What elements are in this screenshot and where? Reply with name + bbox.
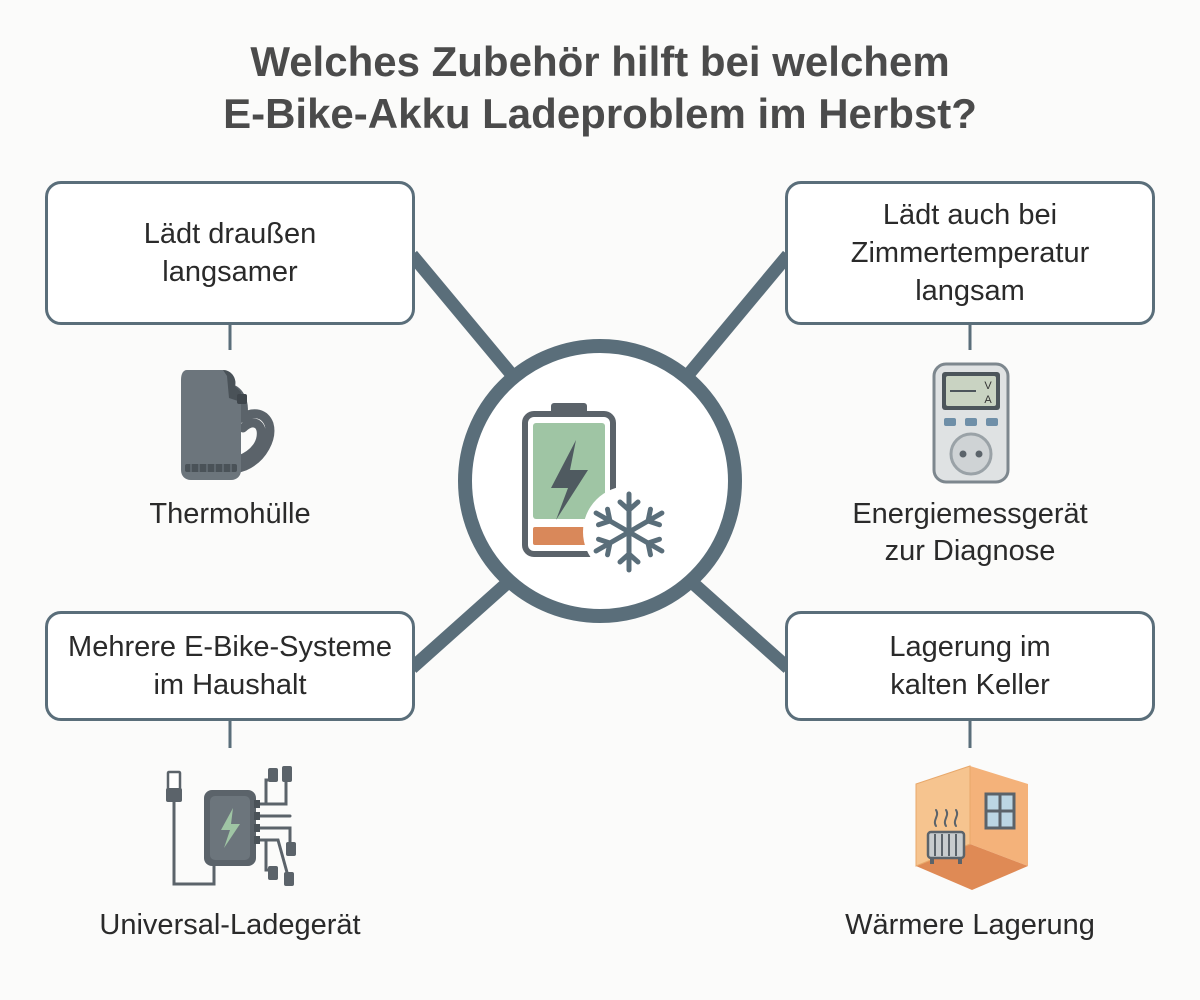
page-title: Welches Zubehör hilft bei welchem E-Bike… <box>0 36 1200 140</box>
problem-text-line: Mehrere E-Bike-Systeme <box>68 631 392 663</box>
problem-text-line: langsamer <box>162 256 298 288</box>
energy-meter-icon: V A <box>932 362 1010 484</box>
solution-text-line: Energiemessgerät <box>852 498 1088 530</box>
meter-label-volt: V <box>984 380 992 392</box>
solution-caption-universal-charger: Universal-Ladegerät <box>30 907 430 944</box>
solution-text-line: Universal-Ladegerät <box>99 909 361 941</box>
solution-text-line: zur Diagnose <box>884 535 1056 567</box>
problem-text-line: Lädt auch bei <box>882 199 1058 231</box>
solution-text-line: Thermohülle <box>149 498 311 530</box>
problem-text-line: kalten Keller <box>890 669 1050 701</box>
problem-box-room-temperature: Lädt auch bei Zimmertemperatur langsam <box>785 181 1155 325</box>
connector-top-left <box>407 250 517 380</box>
problem-text-line: Lädt draußen <box>143 218 317 250</box>
problem-text-line: Zimmertemperatur <box>850 237 1090 269</box>
problem-box-cold-basement: Lagerung im kalten Keller <box>785 611 1155 721</box>
universal-charger-icon <box>166 766 296 886</box>
solution-caption-energy-meter: Energiemessgerät zur Diagnose <box>770 496 1170 570</box>
solution-caption-thermal-sleeve: Thermohülle <box>30 496 430 533</box>
problem-box-outdoor-charging: Lädt draußen langsamer <box>45 181 415 325</box>
solution-text-line: Wärmere Lagerung <box>845 909 1095 941</box>
title-line-2: E-Bike-Akku Ladeproblem im Herbst? <box>223 90 977 137</box>
problem-box-multiple-systems: Mehrere E-Bike-Systeme im Haushalt <box>45 611 415 721</box>
meter-label-ampere: A <box>984 394 992 406</box>
problem-text-line: langsam <box>915 275 1025 307</box>
warm-room-icon <box>915 765 1028 890</box>
problem-text-line: Lagerung im <box>889 631 1051 663</box>
connector-top-right <box>683 250 793 380</box>
connector-bottom-right <box>690 580 793 673</box>
title-line-1: Welches Zubehör hilft bei welchem <box>250 38 950 85</box>
cold-battery-icon <box>522 403 675 578</box>
connector-bottom-left <box>407 580 510 673</box>
solution-caption-warm-storage: Wärmere Lagerung <box>770 907 1170 944</box>
thermal-sleeve-icon <box>181 370 275 480</box>
problem-text-line: im Haushalt <box>153 669 307 701</box>
